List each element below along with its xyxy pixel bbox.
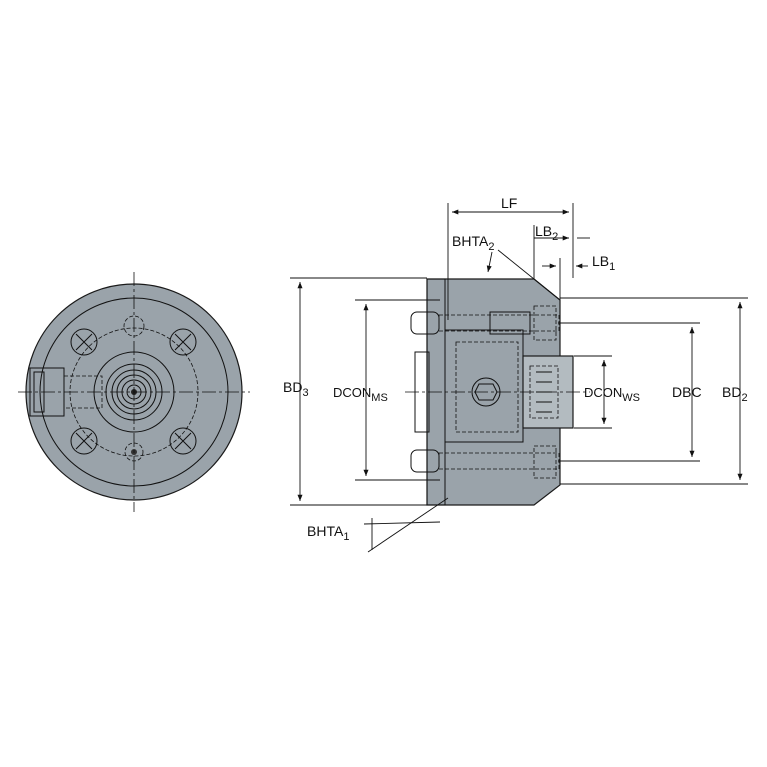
front-view (18, 272, 250, 512)
bhta1-leader (367, 497, 449, 553)
labels: LF LB2 LB1 BHTA2 BD3 DCONMS DCONWS DBC B… (283, 195, 748, 543)
dimensions (290, 203, 748, 553)
bolt-hole-bottom-left (70, 427, 98, 455)
label-bhta2: BHTA2 (452, 233, 494, 253)
center-pocket (455, 341, 519, 433)
label-lb2: LB2 (535, 223, 558, 243)
label-dbc: DBC (672, 384, 702, 400)
bolt-hole-top-left (70, 328, 98, 356)
label-dconws: DCONWS (584, 385, 640, 404)
label-lf: LF (501, 195, 517, 211)
label-dconms: DCONMS (333, 385, 388, 404)
label-bd2: BD2 (722, 384, 748, 404)
bolt-hole-top-right (169, 328, 197, 356)
label-lb1: LB1 (592, 253, 615, 273)
bhta2-leader (497, 249, 561, 301)
label-bd3: BD3 (283, 379, 309, 399)
bolt-hole-bottom-right (169, 427, 197, 455)
side-view (405, 278, 590, 506)
label-bhta1: BHTA1 (307, 523, 349, 543)
